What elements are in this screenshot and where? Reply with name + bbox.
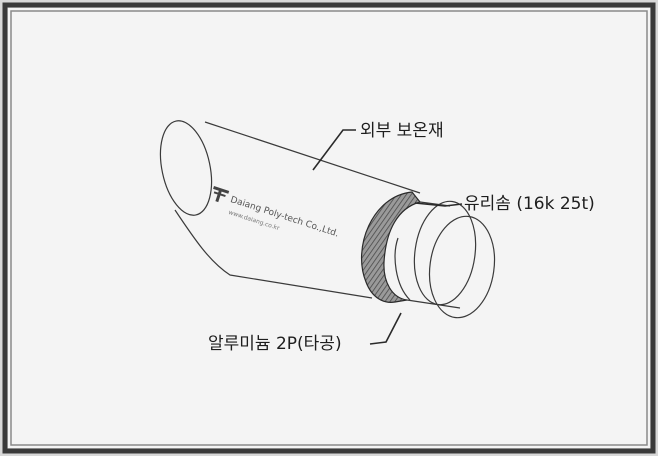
brand-logo-mark-icon bbox=[213, 186, 230, 203]
label-aluminum-foil: 알루미늄 2P(타공) bbox=[208, 334, 342, 354]
glass-wool-layer bbox=[361, 191, 422, 303]
diagram-inner-frame bbox=[10, 10, 648, 446]
aluminum-foil-pipe bbox=[394, 200, 496, 319]
outer-insulation-tube bbox=[159, 120, 421, 299]
label-outer-insulation: 외부 보온재 bbox=[360, 121, 444, 141]
diagram-background bbox=[8, 8, 650, 448]
leader-outer-insulation bbox=[312, 129, 356, 171]
leader-glass-wool bbox=[414, 202, 463, 207]
label-glass-wool: 유리솜 (16k 25t) bbox=[464, 194, 595, 214]
leader-aluminum-foil bbox=[369, 312, 402, 345]
